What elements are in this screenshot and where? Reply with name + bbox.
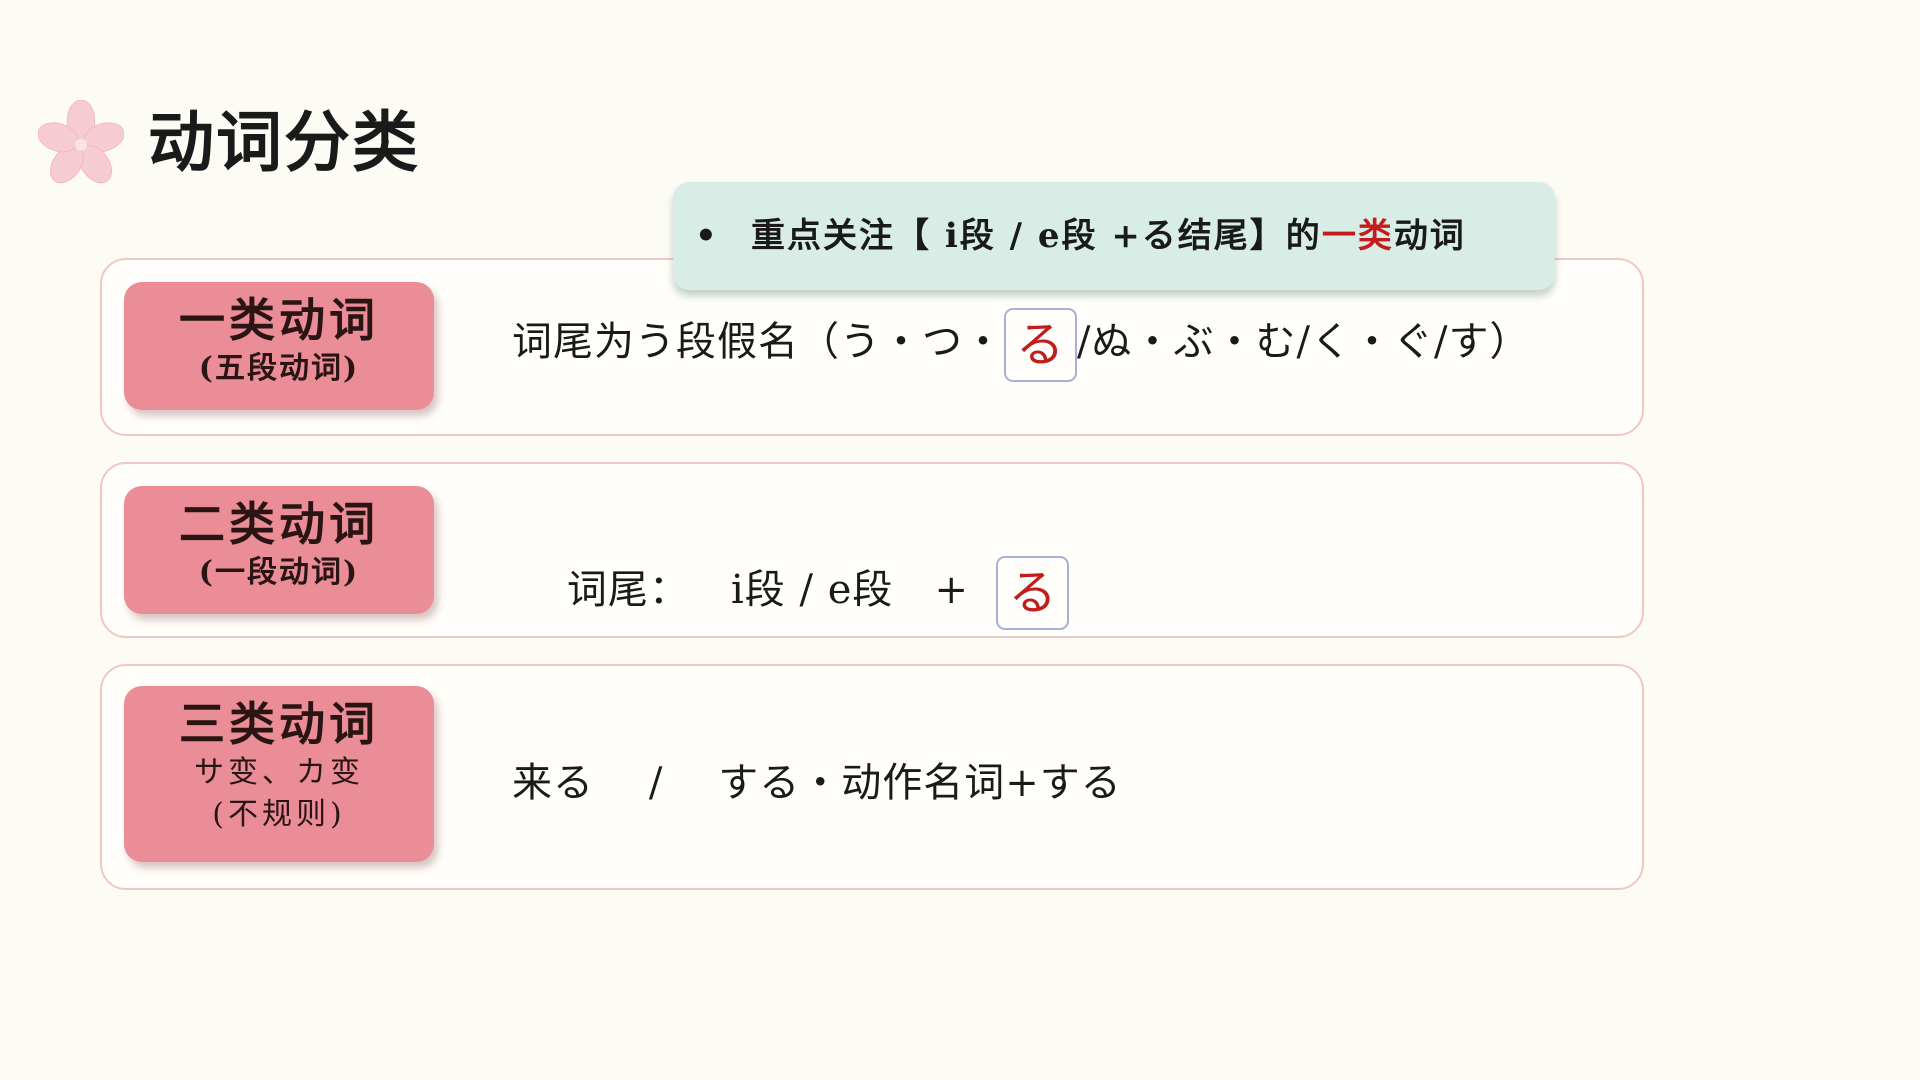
callout-text: 重点关注【 i段 / e段 +る结尾】的一类动词 [751, 182, 1466, 290]
key-point-callout: • 重点关注【 i段 / e段 +る结尾】的一类动词 [673, 182, 1555, 290]
badge-sub-label-2: (不规则) [212, 797, 346, 832]
description-text-before: 词尾为う段假名（う・つ・ [512, 319, 1004, 365]
description-text-after: /ぬ・ぶ・む/く・ぐ/す） [1077, 319, 1531, 365]
verb-class-description-3: 来る / する・动作名词+する [512, 760, 1122, 806]
badge-sub-label: (五段动词) [198, 351, 360, 386]
callout-highlight: 一类 [1321, 216, 1394, 256]
boxed-ru-kana: る [996, 556, 1070, 630]
boxed-ru-kana: る [1004, 308, 1078, 382]
verb-class-description-1: 词尾为う段假名（う・つ・る/ぬ・ぶ・む/く・ぐ/す） [512, 308, 1530, 382]
badge-main-label: 一类动词 [179, 293, 379, 347]
callout-text-after: 动词 [1393, 216, 1466, 256]
verb-class-badge-1: 一类动词 (五段动词) [124, 282, 434, 410]
badge-main-label: 二类动词 [179, 497, 379, 551]
badge-sub-label: サ变、カ变 [194, 755, 364, 790]
description-text-before: 词尾： i段 / e段 + [566, 567, 997, 613]
callout-text-before: 重点关注【 i段 / e段 +る结尾】的 [751, 216, 1322, 256]
verb-class-badge-2: 二类动词 (一段动词) [124, 486, 434, 614]
verb-class-description-2: 词尾： i段 / e段 + る [512, 510, 1070, 676]
sakura-flower-icon [38, 100, 124, 184]
verb-class-row-3: 三类动词 サ变、カ变 (不规则) 来る / する・动作名词+する [100, 664, 1644, 890]
badge-main-label: 三类动词 [179, 697, 379, 751]
bullet-icon: • [695, 216, 717, 256]
page-title: 动词分类 [148, 104, 420, 181]
verb-class-row-2: 二类动词 (一段动词) 词尾： i段 / e段 + る [100, 462, 1644, 638]
verb-class-row-1: 一类动词 (五段动词) 词尾为う段假名（う・つ・る/ぬ・ぶ・む/く・ぐ/す） [100, 258, 1644, 436]
badge-sub-label: (一段动词) [198, 555, 360, 590]
verb-class-badge-3: 三类动词 サ变、カ变 (不规则) [124, 686, 434, 862]
